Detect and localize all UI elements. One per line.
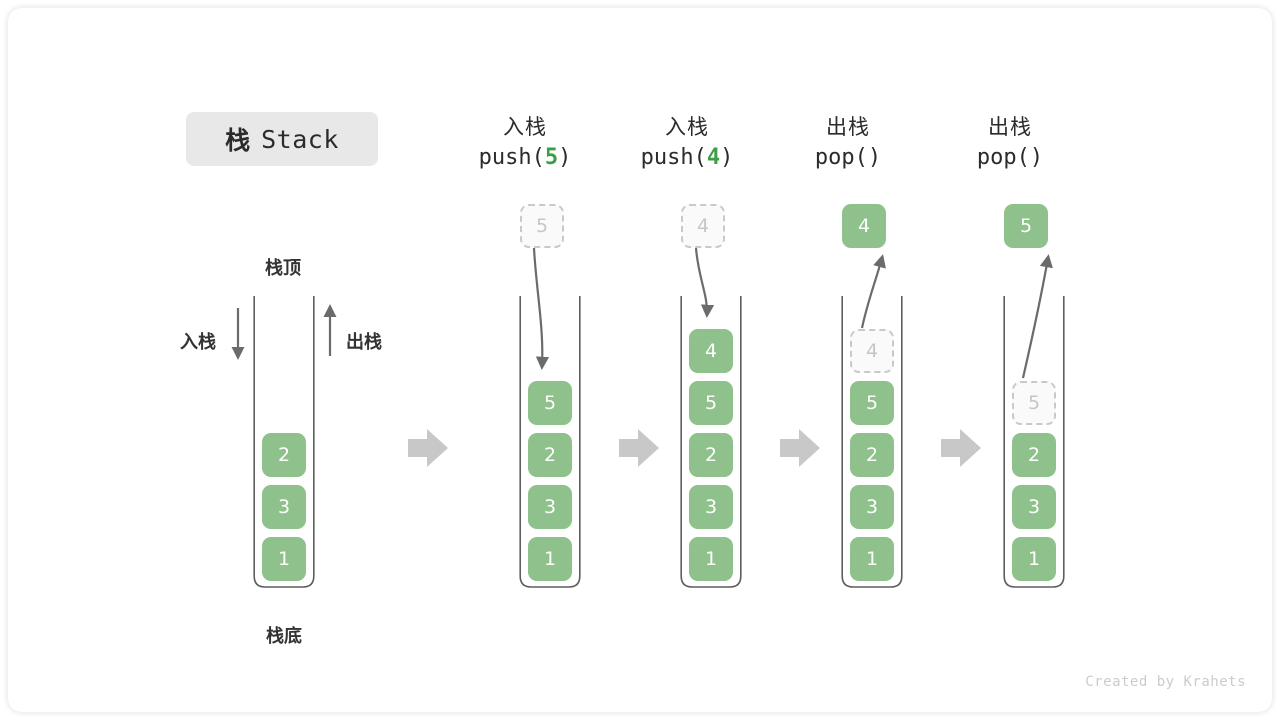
caption-pop-2-code: pop() bbox=[925, 142, 1095, 174]
caption-pop-2-prefix: pop( bbox=[976, 145, 1030, 170]
caption-push-5-arg: 5 bbox=[544, 145, 559, 170]
diagram-title-badge: 栈 Stack bbox=[186, 112, 378, 166]
caption-push-4-prefix: push( bbox=[640, 145, 707, 170]
stack-cell: 1 bbox=[1012, 537, 1056, 581]
floating-cell-push-5: 5 bbox=[520, 204, 564, 248]
step-arrow-icon bbox=[408, 429, 448, 467]
stack-cell: 5 bbox=[1012, 381, 1056, 425]
stack-tube-push-5 bbox=[519, 296, 581, 588]
stack-cell: 1 bbox=[528, 537, 572, 581]
stack-cell: 1 bbox=[689, 537, 733, 581]
stack-top-label: 栈顶 bbox=[265, 258, 301, 279]
caption-push-4-cjk: 入栈 bbox=[665, 115, 709, 139]
stack-cell: 4 bbox=[850, 329, 894, 373]
stack-cell: 2 bbox=[528, 433, 572, 477]
tube-outline-icon bbox=[519, 296, 581, 588]
stack-cell: 1 bbox=[262, 537, 306, 581]
caption-push-4: 入栈 push(4) bbox=[602, 112, 772, 174]
stack-bottom-label: 栈底 bbox=[266, 626, 302, 647]
caption-push-5-suffix: ) bbox=[558, 145, 572, 170]
stack-cell: 5 bbox=[689, 381, 733, 425]
caption-pop-1-cjk: 出栈 bbox=[826, 115, 870, 139]
tube-outline-icon bbox=[253, 296, 315, 588]
caption-push-4-code: push(4) bbox=[602, 142, 772, 174]
step-arrow-icon bbox=[780, 429, 820, 467]
stack-cell: 5 bbox=[528, 381, 572, 425]
stack-cell: 4 bbox=[689, 329, 733, 373]
caption-push-5-prefix: push( bbox=[478, 145, 545, 170]
tube-outline-icon bbox=[841, 296, 903, 588]
footer-credit: Created by Krahets bbox=[1085, 674, 1246, 690]
caption-push-5: 入栈 push(5) bbox=[440, 112, 610, 174]
floating-cell-pop-5: 5 bbox=[1004, 204, 1048, 248]
caption-pop-1-code: pop() bbox=[763, 142, 933, 174]
stack-tube-pop-1 bbox=[841, 296, 903, 588]
caption-pop-2-suffix: ) bbox=[1029, 145, 1044, 170]
caption-push-4-arg: 4 bbox=[706, 145, 721, 170]
stack-cell: 3 bbox=[262, 485, 306, 529]
caption-pop-2-cjk: 出栈 bbox=[988, 115, 1032, 139]
pop-direction-label: 出栈 bbox=[346, 332, 382, 353]
step-arrow-icon bbox=[619, 429, 659, 467]
stack-cell: 3 bbox=[850, 485, 894, 529]
stack-cell: 1 bbox=[850, 537, 894, 581]
stack-cell: 3 bbox=[528, 485, 572, 529]
caption-push-5-code: push(5) bbox=[440, 142, 610, 174]
caption-pop-1: 出栈 pop() bbox=[763, 112, 933, 174]
stack-cell: 2 bbox=[689, 433, 733, 477]
stack-cell: 5 bbox=[850, 381, 894, 425]
title-cjk: 栈 bbox=[225, 126, 252, 155]
caption-push-4-suffix: ) bbox=[720, 145, 734, 170]
push-direction-label: 入栈 bbox=[180, 332, 216, 353]
caption-push-5-cjk: 入栈 bbox=[503, 115, 547, 139]
stack-tube-initial bbox=[253, 296, 315, 588]
step-arrow-icon bbox=[941, 429, 981, 467]
stack-cell: 3 bbox=[1012, 485, 1056, 529]
stack-cell: 2 bbox=[850, 433, 894, 477]
diagram-canvas: 栈 Stack 栈顶 入栈 出栈 栈底 入栈 push(5) 入栈 push(4… bbox=[8, 8, 1272, 712]
stack-cell: 3 bbox=[689, 485, 733, 529]
tube-outline-icon bbox=[680, 296, 742, 588]
floating-cell-pop-4: 4 bbox=[842, 204, 886, 248]
stack-tube-push-4 bbox=[680, 296, 742, 588]
floating-cell-push-4: 4 bbox=[681, 204, 725, 248]
caption-pop-1-prefix: pop( bbox=[814, 145, 868, 170]
tube-outline-icon bbox=[1003, 296, 1065, 588]
stack-tube-pop-2 bbox=[1003, 296, 1065, 588]
caption-pop-1-suffix: ) bbox=[867, 145, 882, 170]
stack-cell: 2 bbox=[262, 433, 306, 477]
caption-pop-2: 出栈 pop() bbox=[925, 112, 1095, 174]
stack-cell: 2 bbox=[1012, 433, 1056, 477]
title-latin: Stack bbox=[261, 124, 339, 154]
